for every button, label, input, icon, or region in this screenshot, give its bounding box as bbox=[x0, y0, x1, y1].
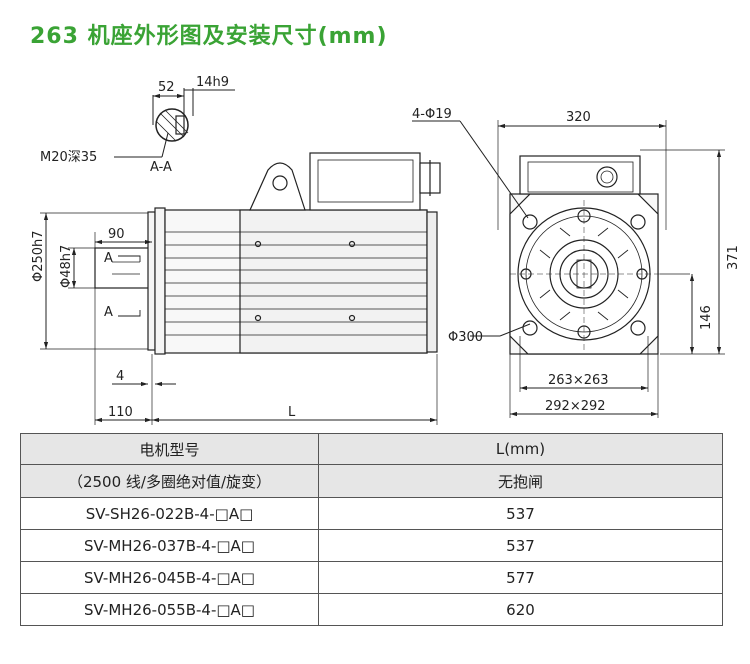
model-cell: SV-SH26-022B-4-□A□ bbox=[20, 497, 319, 530]
length-cell: 577 bbox=[318, 561, 723, 594]
thread-label: M20深35 bbox=[40, 150, 97, 165]
height-total-label: 371 bbox=[726, 245, 741, 270]
bolt-square-label: 263×263 bbox=[548, 373, 609, 388]
page-title: 263 机座外形图及安装尺寸(mm) bbox=[30, 24, 388, 49]
length-header: L(mm) bbox=[318, 433, 723, 465]
shaft-diameter-label: Φ48h7 bbox=[59, 245, 74, 288]
section-label: A-A bbox=[150, 160, 172, 175]
model-cell: SV-MH26-055B-4-□A□ bbox=[20, 593, 319, 626]
table-row: SV-MH26-055B-4-□A□ 620 bbox=[20, 593, 723, 626]
flange-square-label: 292×292 bbox=[545, 399, 606, 414]
shaft-offset-label: 110 bbox=[108, 405, 133, 420]
length-subheader: 无抱闸 bbox=[318, 464, 723, 498]
model-cell: SV-MH26-045B-4-□A□ bbox=[20, 561, 319, 594]
side-dimensions bbox=[40, 212, 438, 425]
shaft-length-label: 90 bbox=[108, 227, 125, 242]
model-header: 电机型号 bbox=[20, 433, 319, 465]
table-row: SV-SH26-022B-4-□A□ 537 bbox=[20, 497, 723, 530]
section-mark-bottom: A bbox=[104, 305, 113, 320]
motor-side-view bbox=[94, 152, 441, 355]
key-depth-label: 52 bbox=[158, 80, 175, 95]
table-row: SV-MH26-045B-4-□A□ 577 bbox=[20, 561, 723, 594]
model-length-table: 电机型号 L(mm) （2500 线/多圈绝对值/旋变） 无抱闸 SV-SH26… bbox=[20, 433, 723, 626]
bolt-holes-label: 4-Φ19 bbox=[412, 107, 452, 122]
length-cell: 537 bbox=[318, 497, 723, 530]
flange-diameter-label: Φ250h7 bbox=[31, 230, 46, 282]
section-mark-top: A bbox=[104, 251, 113, 266]
total-length-label: L bbox=[288, 405, 296, 420]
front-dimensions bbox=[412, 120, 725, 418]
pitch-circle-label: Φ300 bbox=[448, 330, 483, 345]
model-subheader: （2500 线/多圈绝对值/旋变） bbox=[20, 464, 319, 498]
dimension-drawing: 52 14h9 M20深35 A-A bbox=[31, 75, 741, 425]
motor-front-view bbox=[509, 155, 660, 355]
flange-thickness-label: 4 bbox=[116, 369, 124, 384]
width-top-label: 320 bbox=[566, 110, 591, 125]
table-row: SV-MH26-037B-4-□A□ 537 bbox=[20, 529, 723, 562]
center-height-label: 146 bbox=[699, 305, 714, 330]
length-cell: 537 bbox=[318, 529, 723, 562]
section-detail bbox=[114, 88, 235, 158]
model-cell: SV-MH26-037B-4-□A□ bbox=[20, 529, 319, 562]
key-width-label: 14h9 bbox=[196, 75, 229, 90]
length-cell: 620 bbox=[318, 593, 723, 626]
